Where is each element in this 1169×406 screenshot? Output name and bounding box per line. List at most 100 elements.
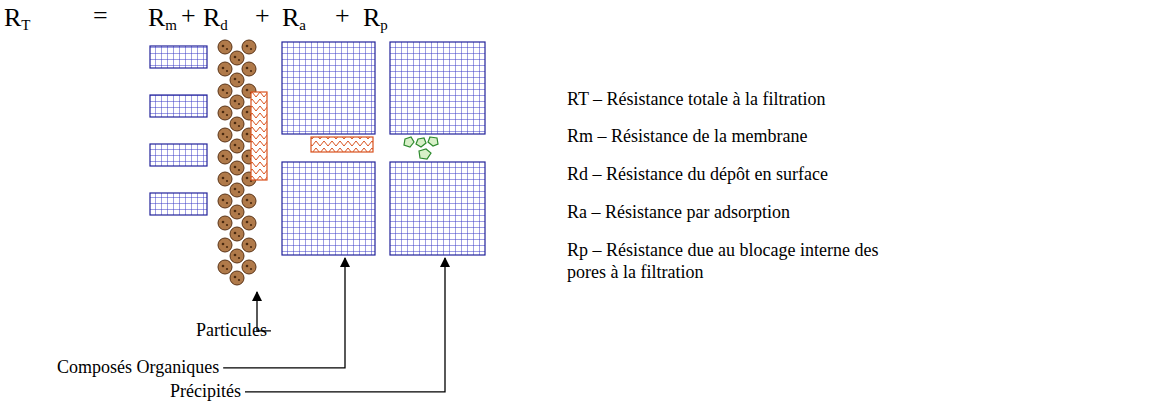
plus-sign: +: [335, 0, 350, 31]
particle-dot: [234, 56, 237, 59]
particle: [218, 216, 232, 230]
leader-arrow: [223, 258, 345, 368]
particle-dot: [226, 180, 228, 182]
particle-dot: [246, 199, 249, 202]
particle-dot: [226, 224, 228, 226]
particle-circle: [218, 62, 232, 76]
particle: [230, 161, 244, 175]
particle: [230, 205, 244, 219]
particle-dot: [234, 100, 237, 103]
particle-dot: [238, 213, 240, 215]
precipitate: [404, 137, 414, 147]
membrane-block: [390, 162, 485, 255]
particle-dot: [250, 224, 252, 226]
particle-dot: [226, 158, 228, 160]
particle-circle: [218, 106, 232, 120]
particle-dot: [226, 48, 228, 50]
particle-circle: [230, 139, 244, 153]
particle-dot: [246, 67, 249, 70]
particle-dot: [250, 268, 252, 270]
particle: [242, 216, 256, 230]
particle-dot: [238, 59, 240, 61]
particle: [218, 106, 232, 120]
particle-dot: [226, 92, 228, 94]
particle-dot: [238, 81, 240, 83]
particle-dot: [246, 89, 249, 92]
resistance-symbol: RT: [4, 2, 31, 34]
particle-dot: [234, 210, 237, 213]
organic-layer: [311, 137, 373, 152]
callout-label: Particules: [196, 320, 267, 342]
particle: [230, 183, 244, 197]
particle-dot: [250, 246, 252, 248]
key-line: Rd – Résistance du dépôt en surface: [567, 164, 828, 186]
precipitate: [419, 149, 431, 159]
particle: [230, 249, 244, 263]
particle: [218, 260, 232, 274]
key-line: Rp – Résistance due au blocage interne d…: [567, 240, 912, 283]
key-line: Ra – Résistance par adsorption: [567, 202, 790, 224]
particle-dot: [222, 45, 225, 48]
resistance-symbol: Rm: [148, 2, 177, 34]
particle: [230, 227, 244, 241]
particle-dot: [226, 246, 228, 248]
particle-dot: [222, 67, 225, 70]
particle: [230, 95, 244, 109]
organic-layer: [251, 92, 267, 180]
particle-circle: [242, 216, 256, 230]
particle-dot: [238, 103, 240, 105]
membrane-block: [150, 144, 207, 166]
particle: [230, 139, 244, 153]
particle-dot: [222, 199, 225, 202]
particle: [218, 172, 232, 186]
particle-dot: [234, 78, 237, 81]
callout-label: Précipités: [170, 381, 241, 403]
particle: [230, 117, 244, 131]
particle-circle: [218, 260, 232, 274]
particle-dot: [246, 243, 249, 246]
particle-circle: [230, 117, 244, 131]
particle-circle: [242, 194, 256, 208]
membrane-clean: [150, 46, 207, 215]
particle-circle: [218, 128, 232, 142]
particle: [230, 51, 244, 65]
particle-dot: [226, 114, 228, 116]
particle-circle: [230, 183, 244, 197]
particle-dot: [238, 169, 240, 171]
particle-circle: [230, 51, 244, 65]
particle-circle: [230, 95, 244, 109]
callout-label: Composés Organiques: [57, 357, 219, 379]
particle-dot: [234, 122, 237, 125]
particle: [242, 238, 256, 252]
particle-circle: [218, 194, 232, 208]
particle-circle: [230, 249, 244, 263]
particle: [218, 62, 232, 76]
membrane-block: [150, 193, 207, 215]
particle-dot: [246, 111, 249, 114]
particle-dot: [250, 48, 252, 50]
particle-circle: [218, 40, 232, 54]
particle-dot: [246, 155, 249, 158]
particle: [218, 238, 232, 252]
particle-dot: [238, 191, 240, 193]
resistance-symbol: Rd: [203, 2, 228, 34]
particle-dot: [222, 111, 225, 114]
particle: [218, 84, 232, 98]
resistance-symbol: Ra: [282, 2, 306, 34]
particle-circle: [230, 227, 244, 241]
plus-sign: +: [255, 0, 270, 31]
particle-deposit: [218, 40, 256, 285]
particle-circle: [230, 205, 244, 219]
particle-dot: [246, 133, 249, 136]
particle: [218, 150, 232, 164]
particle-dot: [222, 221, 225, 224]
particle-dot: [222, 265, 225, 268]
particle: [242, 40, 256, 54]
particle: [218, 128, 232, 142]
particle-circle: [242, 260, 256, 274]
particle-dot: [246, 177, 249, 180]
particle: [242, 194, 256, 208]
particle-dot: [222, 155, 225, 158]
particle-dot: [238, 147, 240, 149]
